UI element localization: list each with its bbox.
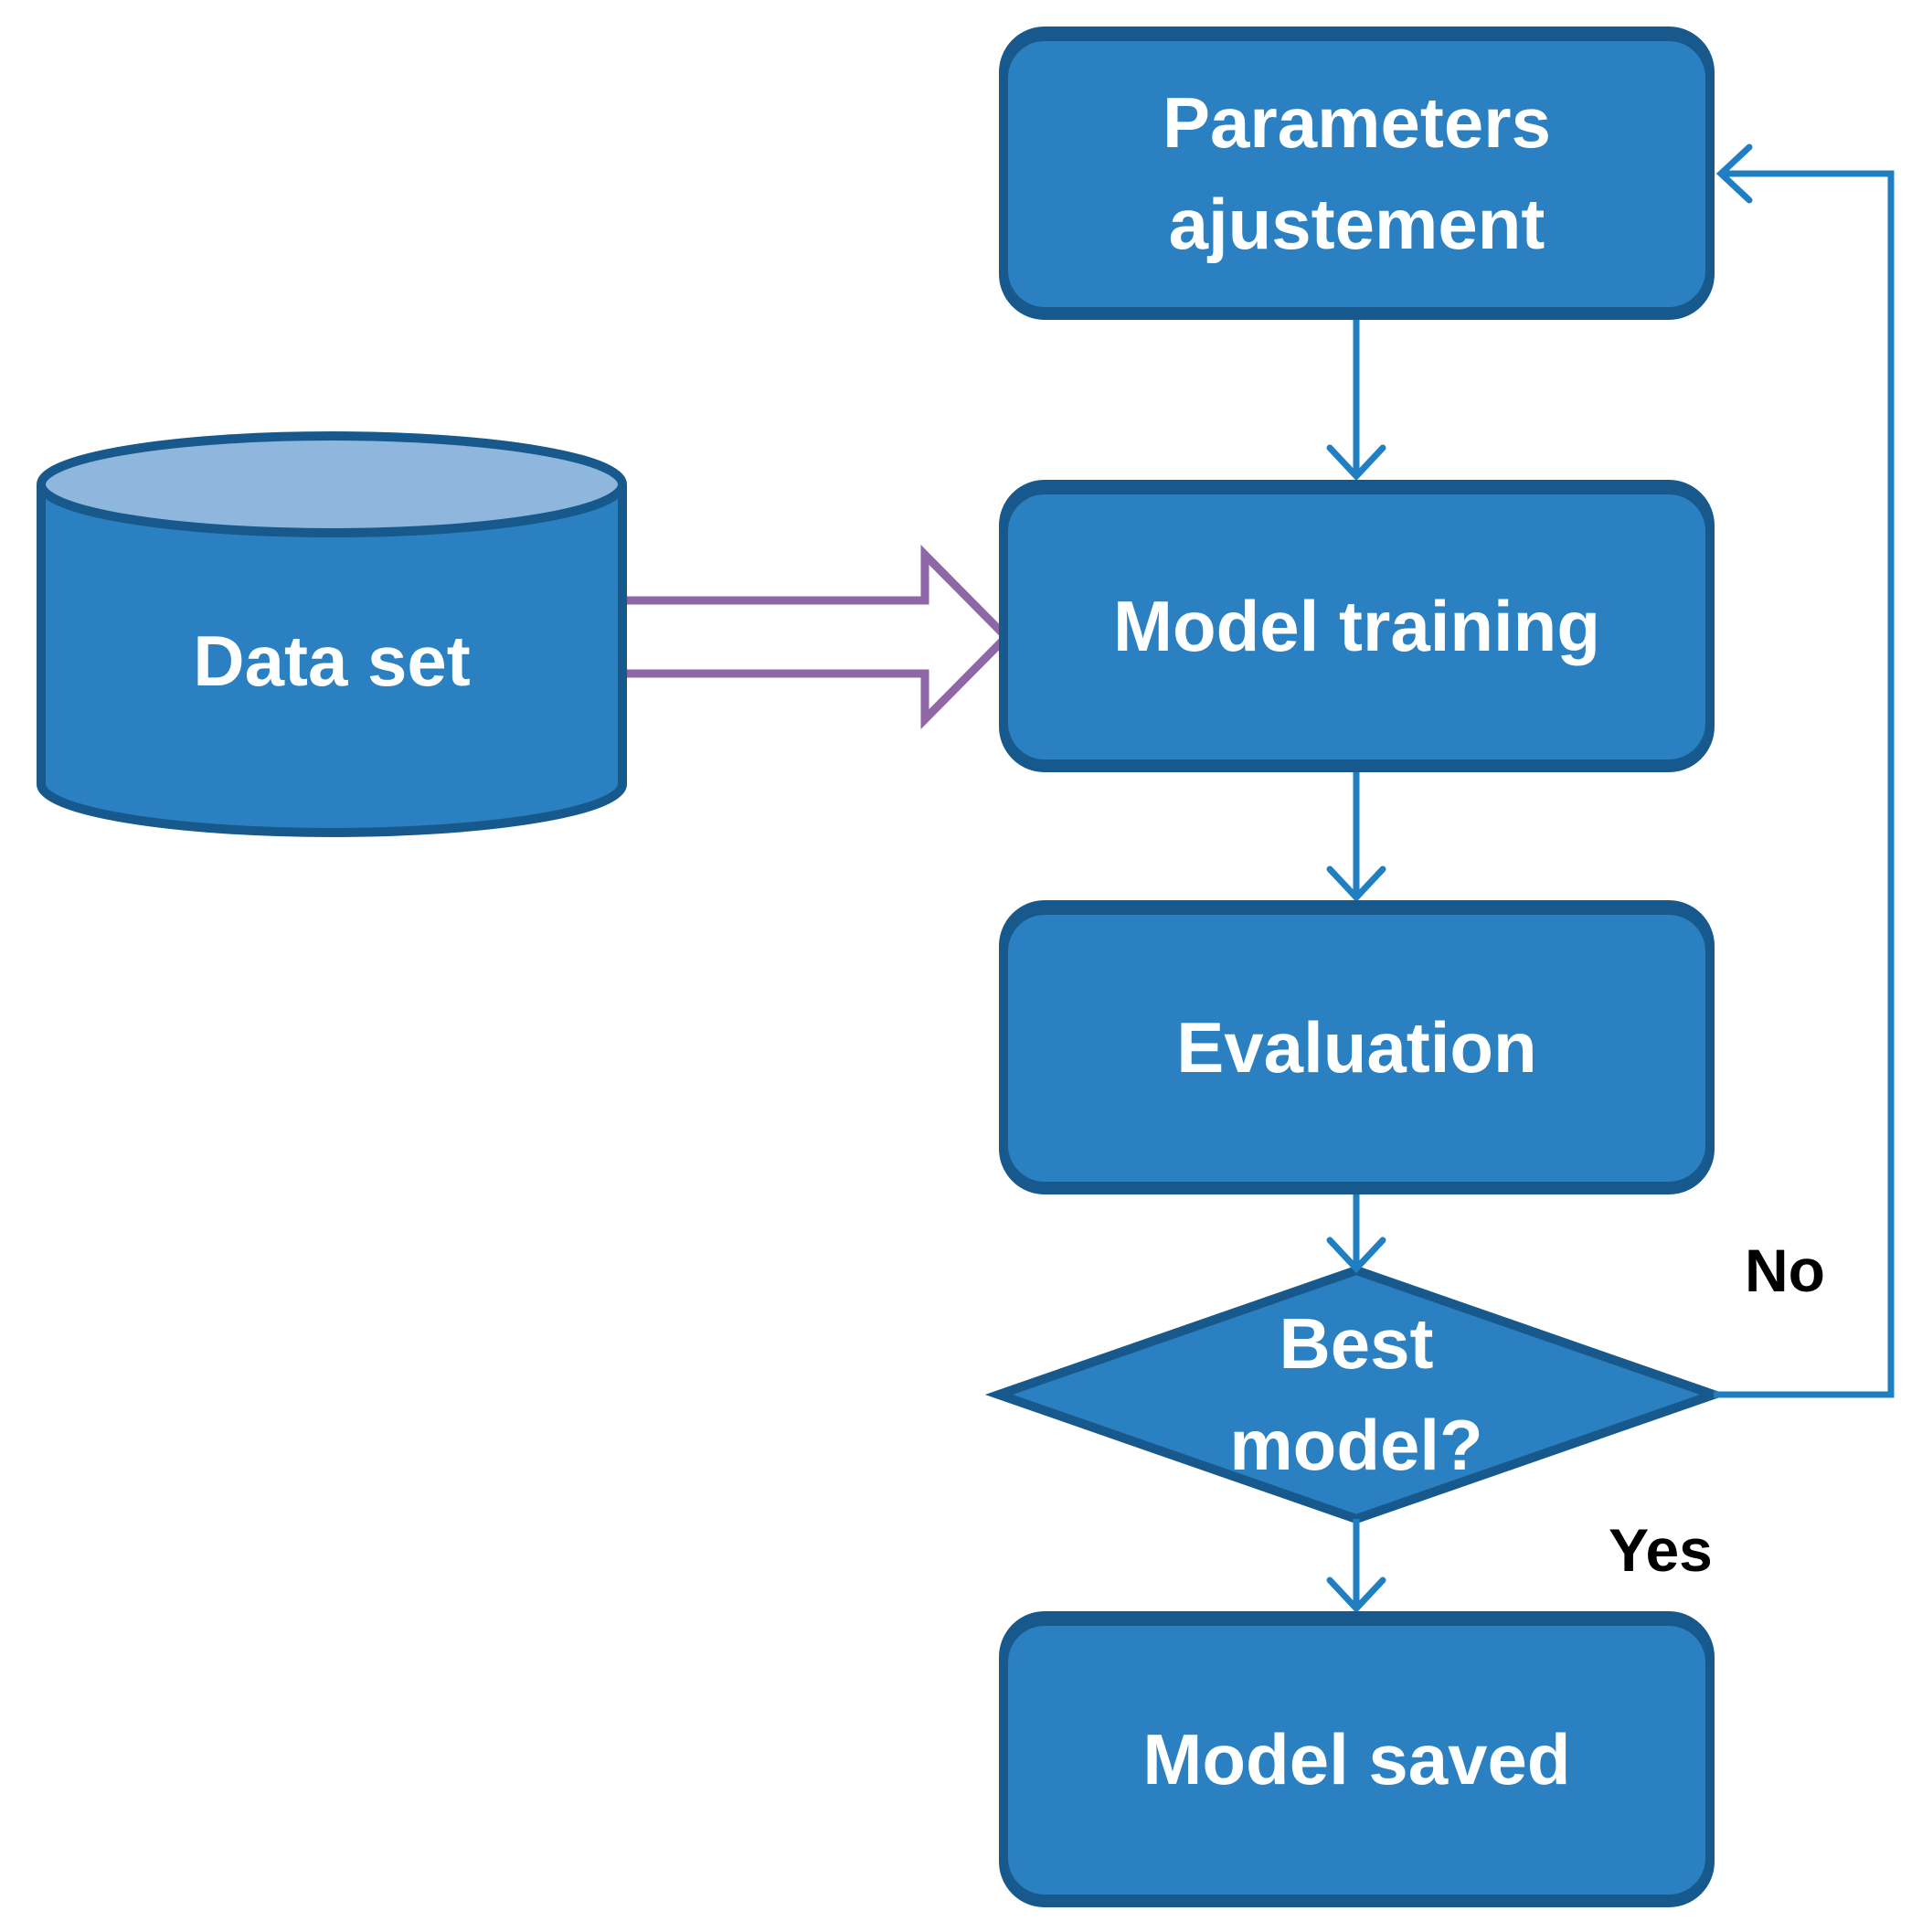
parameters-adjustment-label: Parameters ajustement xyxy=(1163,81,1551,264)
connector-no-loop xyxy=(1714,143,1895,1398)
connector-evaluation-to-decision xyxy=(1326,1194,1386,1274)
model-training-node: Model training xyxy=(999,480,1715,772)
connector-decision-to-saved xyxy=(1326,1519,1386,1614)
decision-diamond xyxy=(984,1265,1728,1524)
evaluation-node: Evaluation xyxy=(999,900,1715,1194)
evaluation-label: Evaluation xyxy=(1176,1006,1537,1088)
parameters-adjustment-node: Parameters ajustement xyxy=(999,27,1715,320)
dataset-cylinder-top xyxy=(37,431,627,537)
connector-training-to-evaluation xyxy=(1326,772,1386,903)
model-saved-node: Model saved xyxy=(999,1611,1715,1907)
dataset-to-training-block-arrow xyxy=(599,545,1013,729)
model-training-label: Model training xyxy=(1113,585,1600,666)
connector-parameters-to-training xyxy=(1326,320,1386,482)
model-saved-label: Model saved xyxy=(1142,1718,1571,1799)
